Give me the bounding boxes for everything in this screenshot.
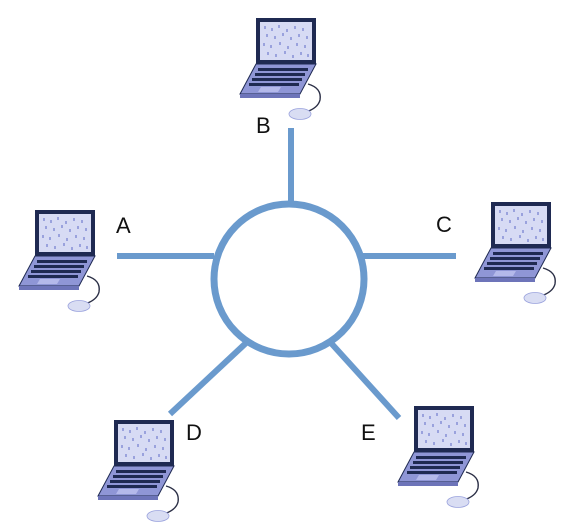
link-d bbox=[167, 340, 249, 417]
node-label-b: B bbox=[256, 113, 271, 138]
laptop-icon-e bbox=[397, 405, 479, 509]
node-label-c: C bbox=[436, 212, 452, 237]
laptop-icon-a bbox=[18, 209, 100, 313]
node-label-a: A bbox=[116, 213, 131, 238]
node-label-d: D bbox=[186, 420, 202, 445]
laptop-icon-d bbox=[97, 419, 179, 523]
laptop-icon-b bbox=[239, 17, 321, 121]
link-e bbox=[328, 340, 402, 421]
laptop-icon-c bbox=[474, 201, 556, 305]
ring-network bbox=[210, 200, 368, 358]
node-label-e: E bbox=[361, 420, 376, 445]
